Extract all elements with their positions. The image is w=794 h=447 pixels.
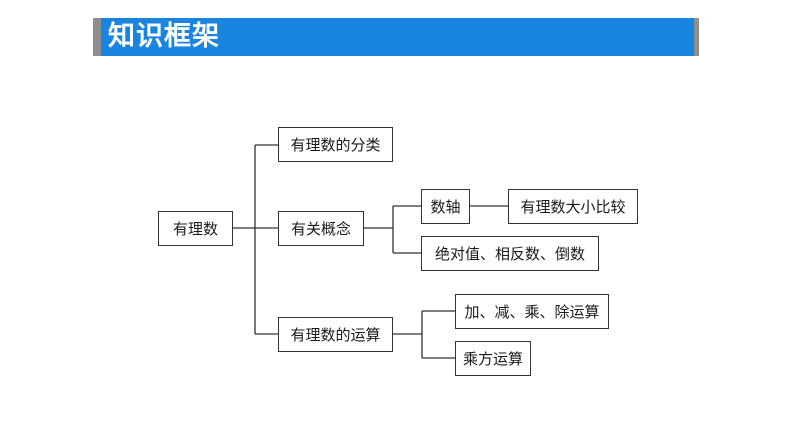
- node-basic-operations: 加、减、乘、除运算: [455, 294, 609, 329]
- section-title: 知识框架: [108, 21, 220, 52]
- title-accent-stripe: [93, 18, 101, 56]
- node-number-line: 数轴: [421, 189, 470, 224]
- section-title-bar: 知识框架: [93, 18, 699, 56]
- node-operations: 有理数的运算: [278, 317, 393, 352]
- node-abs-opposite-reciprocal: 绝对值、相反数、倒数: [421, 236, 599, 271]
- node-power-operation: 乘方运算: [455, 341, 531, 376]
- node-rational-numbers: 有理数: [158, 211, 233, 246]
- node-related-concepts: 有关概念: [278, 211, 364, 246]
- node-compare-size: 有理数大小比较: [508, 189, 638, 224]
- node-classification: 有理数的分类: [278, 127, 393, 162]
